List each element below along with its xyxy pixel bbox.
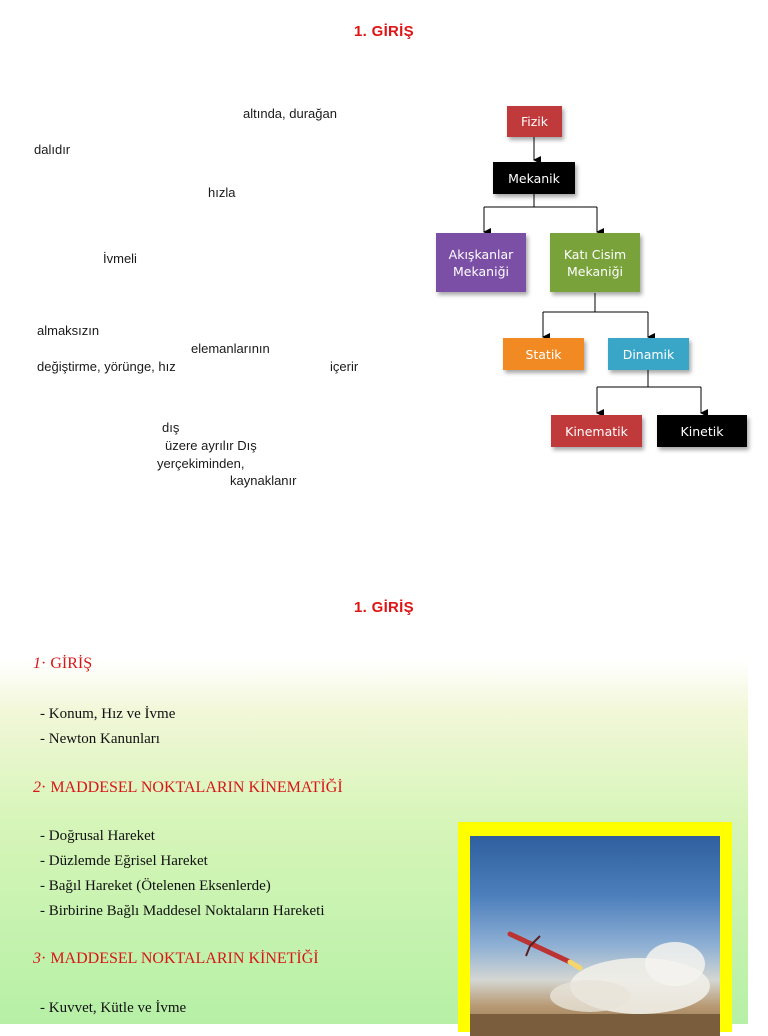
text-fragment: dalıdır xyxy=(34,142,71,157)
section-heading-2: 2· MADDESEL NOKTALARIN KİNEMATİĞİ xyxy=(33,779,343,796)
text-fragment: elemanlarının xyxy=(191,341,270,356)
diagram-connectors xyxy=(483,137,708,417)
list-item: - Düzlemde Eğrisel Hareket xyxy=(40,853,208,869)
section-number: 2 xyxy=(33,779,41,796)
node-mekanik: Mekanik xyxy=(493,162,575,194)
section-label: GİRİŞ xyxy=(50,655,93,672)
text-fragment: üzere ayrılır Dış xyxy=(165,438,257,453)
section-heading-1: 1· GİRİŞ xyxy=(33,655,93,672)
text-fragment: hızla xyxy=(208,185,236,200)
section-label: MADDESEL NOKTALARIN KİNETİĞİ xyxy=(50,950,319,967)
text-fragment: içerir xyxy=(330,359,359,374)
list-item: - Bağıl Hareket (Ötelenen Eksenlerde) xyxy=(40,878,271,894)
text-fragment: yerçekiminden, xyxy=(157,456,245,471)
node-label: Statik xyxy=(525,346,562,362)
node-label: Mekanik xyxy=(508,170,560,186)
node-label: Mekaniği xyxy=(567,263,623,279)
text-fragment: altında, durağan xyxy=(243,106,337,121)
rocket-launch-photo xyxy=(470,836,720,1036)
node-dinamik: Dinamik xyxy=(608,338,689,370)
rocket-launch-illustration xyxy=(470,931,720,1036)
node-kati-cisim-mekanigi: Katı Cisim Mekaniği xyxy=(550,233,640,292)
text-fragment: değiştirme, yörünge, hız xyxy=(37,359,176,374)
node-label: Akışkanlar xyxy=(448,246,514,262)
node-label: Katı Cisim xyxy=(563,246,627,262)
text-fragment: almaksızın xyxy=(37,323,100,338)
section-heading-3: 3· MADDESEL NOKTALARIN KİNETİĞİ xyxy=(33,950,319,967)
node-label: Mekaniği xyxy=(453,263,509,279)
list-item: - Doğrusal Hareket xyxy=(40,828,155,844)
section-number: 1 xyxy=(33,655,41,672)
page-title: 1. GİRİŞ xyxy=(354,599,414,616)
node-label: Fizik xyxy=(520,114,549,129)
text-fragment: İvmeli xyxy=(103,251,137,266)
section-number: 3 xyxy=(33,950,41,967)
text-fragment: dış xyxy=(162,420,180,435)
list-item: - Kuvvet, Kütle ve İvme xyxy=(40,1000,187,1016)
text-fragment: kaynaklanır xyxy=(230,473,297,488)
page-title: 1. GİRİŞ xyxy=(354,23,414,40)
node-kinematik: Kinematik xyxy=(551,415,642,447)
node-label: Dinamik xyxy=(622,346,675,362)
list-item: - Konum, Hız ve İvme xyxy=(40,706,176,722)
node-label: Kinetik xyxy=(680,423,724,439)
node-fizik: Fizik xyxy=(507,106,562,137)
node-akiskanlar-mekanigi: Akışkanlar Mekaniği xyxy=(436,233,526,292)
section-label: MADDESEL NOKTALARIN KİNEMATİĞİ xyxy=(50,779,343,796)
node-statik: Statik xyxy=(503,338,584,370)
node-kinetik: Kinetik xyxy=(657,415,747,447)
list-item: - Birbirine Bağlı Maddesel Noktaların Ha… xyxy=(40,903,325,919)
node-label: Kinematik xyxy=(565,423,628,439)
list-item: - Newton Kanunları xyxy=(40,731,160,747)
